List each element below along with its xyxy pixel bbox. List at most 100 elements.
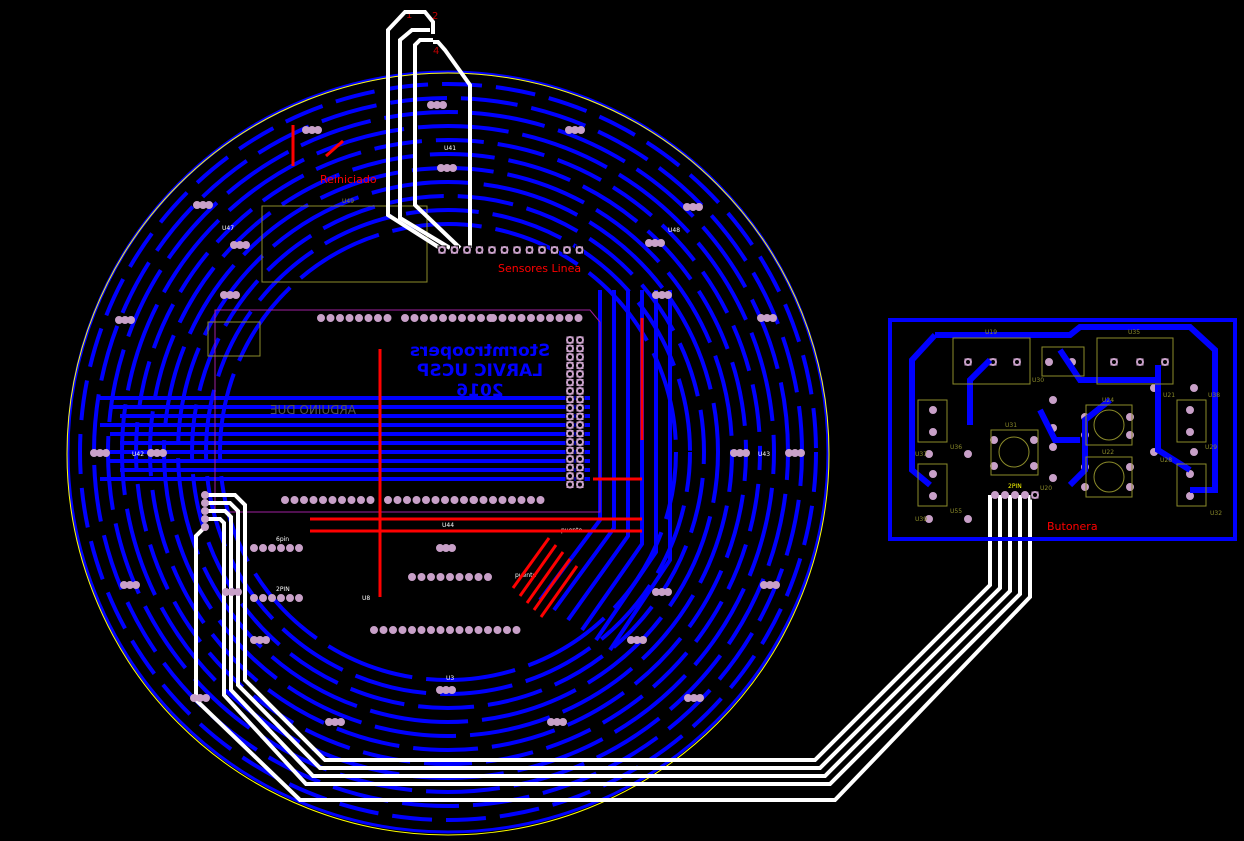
round-pad bbox=[446, 626, 454, 634]
round-pad bbox=[546, 314, 554, 322]
round-pad bbox=[566, 480, 574, 489]
round-pad bbox=[990, 462, 998, 470]
round-pad bbox=[338, 496, 346, 504]
round-pad bbox=[566, 395, 574, 404]
round-pad bbox=[441, 496, 449, 504]
u43-label: U43 bbox=[758, 451, 770, 458]
part-label-u35: U35 bbox=[1128, 329, 1140, 336]
round-pad bbox=[1190, 448, 1198, 456]
jumper-wires bbox=[194, 10, 1032, 802]
round-pad bbox=[503, 626, 511, 634]
round-pad bbox=[290, 496, 299, 504]
arduino-label: ARDUINO DUE bbox=[270, 403, 356, 417]
round-pad bbox=[576, 438, 584, 446]
round-pad bbox=[1136, 358, 1144, 366]
bottom-trace-vertical bbox=[552, 290, 616, 612]
round-pad bbox=[201, 515, 209, 523]
round-pad bbox=[242, 241, 250, 249]
pin-4-label: 4 bbox=[433, 46, 439, 57]
round-pad bbox=[576, 344, 584, 353]
round-pad bbox=[484, 626, 492, 634]
u41-label: U41 bbox=[444, 145, 456, 152]
round-pad bbox=[566, 438, 574, 446]
round-pad bbox=[657, 239, 665, 247]
round-pad bbox=[566, 404, 574, 412]
part-label-u37: U37 bbox=[915, 451, 927, 458]
round-pad bbox=[102, 449, 110, 457]
round-pad bbox=[990, 436, 998, 444]
round-pad bbox=[450, 496, 459, 504]
round-pad bbox=[576, 480, 584, 489]
round-pad bbox=[277, 594, 285, 602]
round-pad bbox=[250, 594, 258, 602]
round-pad bbox=[389, 626, 397, 634]
round-pad bbox=[1021, 491, 1029, 499]
pin-1-label: 1 bbox=[406, 10, 412, 21]
round-pad bbox=[964, 515, 972, 523]
round-pad bbox=[465, 573, 473, 581]
round-pad bbox=[576, 387, 584, 395]
round-pad bbox=[232, 291, 240, 299]
round-pad bbox=[205, 201, 213, 209]
round-pad bbox=[357, 496, 365, 504]
board-outline-yellow bbox=[66, 72, 830, 836]
round-pad bbox=[465, 626, 473, 634]
round-pad bbox=[566, 370, 574, 378]
round-pad bbox=[319, 496, 327, 504]
round-pad bbox=[576, 455, 584, 463]
round-pad bbox=[929, 470, 937, 478]
round-pad bbox=[422, 496, 430, 504]
logo-line-2: LARVIC UCSP bbox=[417, 361, 543, 381]
bottom-trace-vertical bbox=[594, 290, 658, 642]
part-label-u30: U30 bbox=[1032, 377, 1044, 384]
round-pad bbox=[566, 472, 574, 480]
round-pad bbox=[1031, 491, 1039, 499]
round-pad bbox=[797, 449, 805, 457]
round-pad bbox=[574, 314, 583, 322]
round-pad bbox=[408, 626, 416, 634]
round-pad bbox=[364, 314, 373, 322]
round-pad bbox=[408, 573, 416, 581]
round-pad bbox=[159, 449, 167, 457]
round-pad bbox=[201, 523, 209, 531]
u47-label: U47 bbox=[222, 225, 234, 232]
round-pad bbox=[1030, 462, 1038, 470]
round-pad bbox=[309, 496, 318, 504]
round-pad bbox=[1045, 358, 1053, 366]
round-pad bbox=[1001, 491, 1009, 499]
round-pad bbox=[508, 496, 516, 504]
round-pad bbox=[929, 492, 937, 500]
round-pad bbox=[366, 496, 375, 504]
round-pad bbox=[484, 573, 492, 581]
round-pad bbox=[576, 361, 584, 370]
round-pad bbox=[436, 626, 445, 634]
u49-outline bbox=[261, 205, 428, 283]
round-pad bbox=[337, 718, 345, 726]
part-label-u21: U21 bbox=[1163, 392, 1175, 399]
part-label-u22: U22 bbox=[1102, 449, 1114, 456]
round-pad bbox=[127, 316, 135, 324]
round-pad bbox=[772, 581, 780, 589]
round-pad bbox=[463, 246, 471, 254]
button-board-traces bbox=[909, 324, 1218, 493]
round-pad bbox=[527, 314, 535, 322]
round-pad bbox=[429, 314, 438, 322]
round-pad bbox=[347, 496, 356, 504]
round-pad bbox=[493, 626, 502, 634]
round-pad bbox=[439, 314, 447, 322]
part-label-u29: U29 bbox=[1205, 444, 1217, 451]
round-pad bbox=[286, 594, 294, 602]
round-pad bbox=[470, 496, 478, 504]
header-6pin-label: 6pin bbox=[276, 536, 289, 543]
round-pad bbox=[427, 573, 435, 581]
logo-line-1: Stormtroopers bbox=[410, 341, 550, 361]
round-pad bbox=[576, 404, 584, 412]
round-pad bbox=[427, 626, 435, 634]
round-pad bbox=[664, 291, 672, 299]
round-pad bbox=[498, 314, 507, 322]
round-pad bbox=[455, 626, 464, 634]
round-pad bbox=[383, 314, 392, 322]
round-pad bbox=[488, 246, 496, 254]
